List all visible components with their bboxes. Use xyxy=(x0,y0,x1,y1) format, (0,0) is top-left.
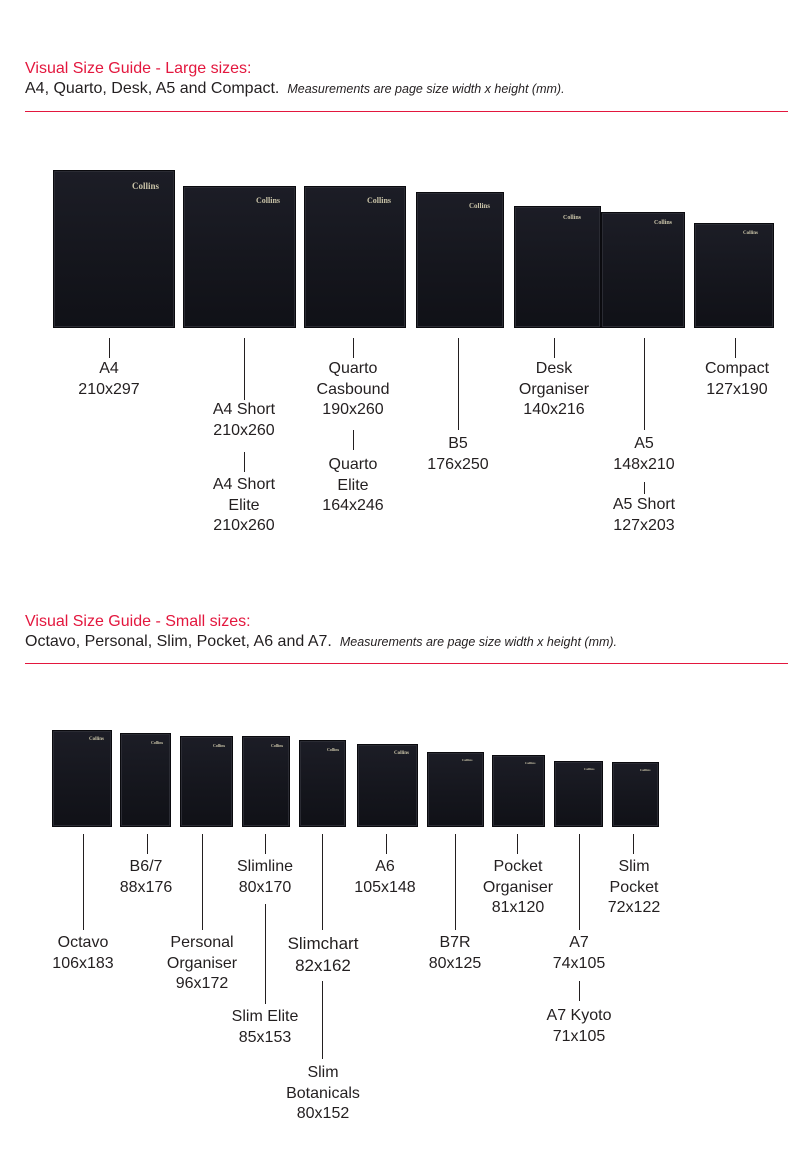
book-personal-organiser: Collins xyxy=(180,736,233,827)
book-slim-pocket: Collins xyxy=(612,762,659,827)
small-sizes-list: Octavo, Personal, Slim, Pocket, A6 and A… xyxy=(25,633,332,650)
leader-line xyxy=(322,981,323,1059)
leader-line xyxy=(735,338,736,358)
leader-line xyxy=(83,834,84,930)
small-sizes-subtitle: Octavo, Personal, Slim, Pocket, A6 and A… xyxy=(25,633,617,651)
collins-logo: Collins xyxy=(132,181,160,191)
collins-logo: Collins xyxy=(367,196,392,205)
small-sizes-note: Measurements are page size width x heigh… xyxy=(339,635,618,649)
large-sizes-list: A4, Quarto, Desk, A5 and Compact. xyxy=(25,80,280,97)
small-divider xyxy=(25,663,788,664)
collins-logo: Collins xyxy=(256,196,281,205)
collins-logo: Collins xyxy=(394,751,410,756)
leader-line xyxy=(554,338,555,358)
book-desk: Collins xyxy=(514,206,601,328)
book-a6: Collins xyxy=(357,744,418,827)
leader-line xyxy=(244,338,245,400)
book-a4: Collins xyxy=(53,170,175,328)
book-a4-short: Collins xyxy=(183,186,296,328)
book-quarto: Collins xyxy=(304,186,406,328)
leader-line xyxy=(265,834,266,854)
leader-line xyxy=(265,904,266,1004)
leader-line xyxy=(517,834,518,854)
book-b7r: Collins xyxy=(427,752,484,827)
book-b6-7: Collins xyxy=(120,733,171,827)
large-sizes-note: Measurements are page size width x heigh… xyxy=(287,82,565,96)
large-sizes-title: Visual Size Guide - Large sizes: xyxy=(25,60,252,77)
collins-logo: Collins xyxy=(469,202,491,210)
book-pocket-organiser: Collins xyxy=(492,755,545,827)
leader-line xyxy=(202,834,203,930)
collins-logo: Collins xyxy=(213,743,226,748)
leader-line xyxy=(322,834,323,930)
book-a5: Collins xyxy=(601,212,685,328)
collins-logo: Collins xyxy=(462,758,473,762)
book-octavo: Collins xyxy=(52,730,112,827)
leader-line xyxy=(244,452,245,472)
collins-logo: Collins xyxy=(743,231,759,236)
collins-logo: Collins xyxy=(327,747,340,752)
collins-logo: Collins xyxy=(654,220,673,226)
leader-line xyxy=(633,834,634,854)
leader-line xyxy=(458,338,459,430)
book-slimline: Collins xyxy=(242,736,290,827)
leader-line xyxy=(353,338,354,358)
collins-logo: Collins xyxy=(89,737,105,742)
collins-logo: Collins xyxy=(563,215,582,221)
leader-line xyxy=(353,430,354,450)
book-slimchart: Collins xyxy=(299,740,346,827)
leader-line xyxy=(386,834,387,854)
leader-line xyxy=(147,834,148,854)
collins-logo: Collins xyxy=(640,768,651,772)
collins-logo: Collins xyxy=(151,740,164,745)
leader-line xyxy=(644,338,645,430)
leader-line xyxy=(579,834,580,930)
leader-line xyxy=(455,834,456,930)
leader-line xyxy=(109,338,110,358)
book-compact: Collins xyxy=(694,223,774,328)
large-sizes-subtitle: A4, Quarto, Desk, A5 and Compact. Measure… xyxy=(25,80,565,98)
leader-line xyxy=(644,482,645,494)
book-b5: Collins xyxy=(416,192,504,328)
leader-line xyxy=(579,981,580,1001)
small-sizes-title: Visual Size Guide - Small sizes: xyxy=(25,613,251,630)
large-divider xyxy=(25,111,788,112)
book-a7: Collins xyxy=(554,761,603,827)
collins-logo: Collins xyxy=(271,743,284,748)
collins-logo: Collins xyxy=(584,767,595,771)
collins-logo: Collins xyxy=(525,761,536,765)
